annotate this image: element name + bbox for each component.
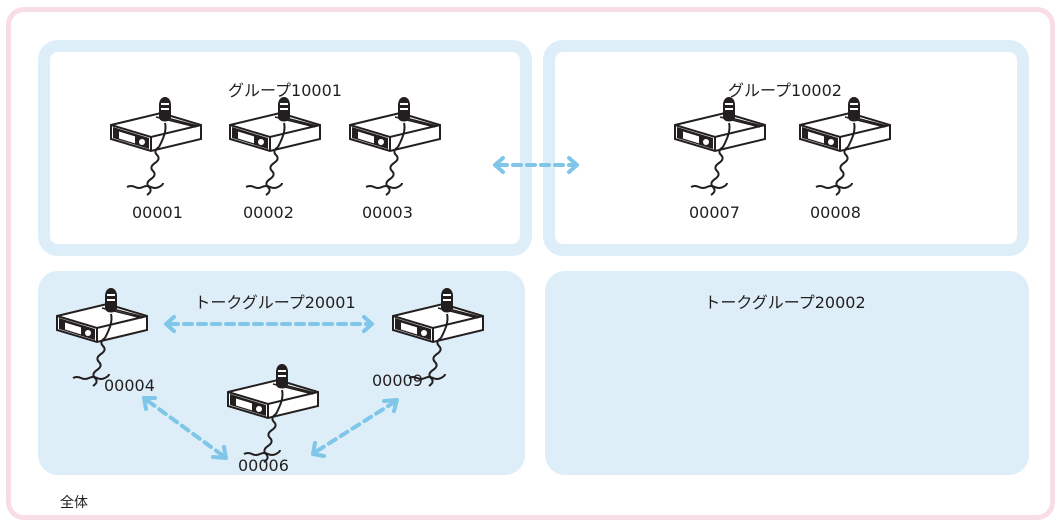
radio-id-label: 00009 [372, 371, 423, 390]
radio-id-label: 00004 [104, 376, 155, 395]
overall-label: 全体 [60, 495, 88, 511]
group-panel-10001 [38, 40, 532, 256]
radio-id-label: 00003 [362, 203, 413, 222]
radio-id-label: 00008 [810, 203, 861, 222]
radio-id-label: 00006 [238, 456, 289, 475]
radio-id-label: 00007 [689, 203, 740, 222]
double-arrow-icon [146, 399, 224, 457]
group-title: グループ10001 [228, 81, 342, 100]
group-title: グループ10002 [728, 81, 842, 100]
double-arrow-icon [315, 401, 395, 453]
talkgroup-panel-20002 [545, 271, 1029, 475]
group-panel-10002 [543, 40, 1029, 256]
talkgroup-title: トークグループ20002 [704, 293, 866, 312]
talkgroup-title: トークグループ20001 [194, 293, 356, 312]
radio-id-label: 00001 [132, 203, 183, 222]
radio-id-label: 00002 [243, 203, 294, 222]
